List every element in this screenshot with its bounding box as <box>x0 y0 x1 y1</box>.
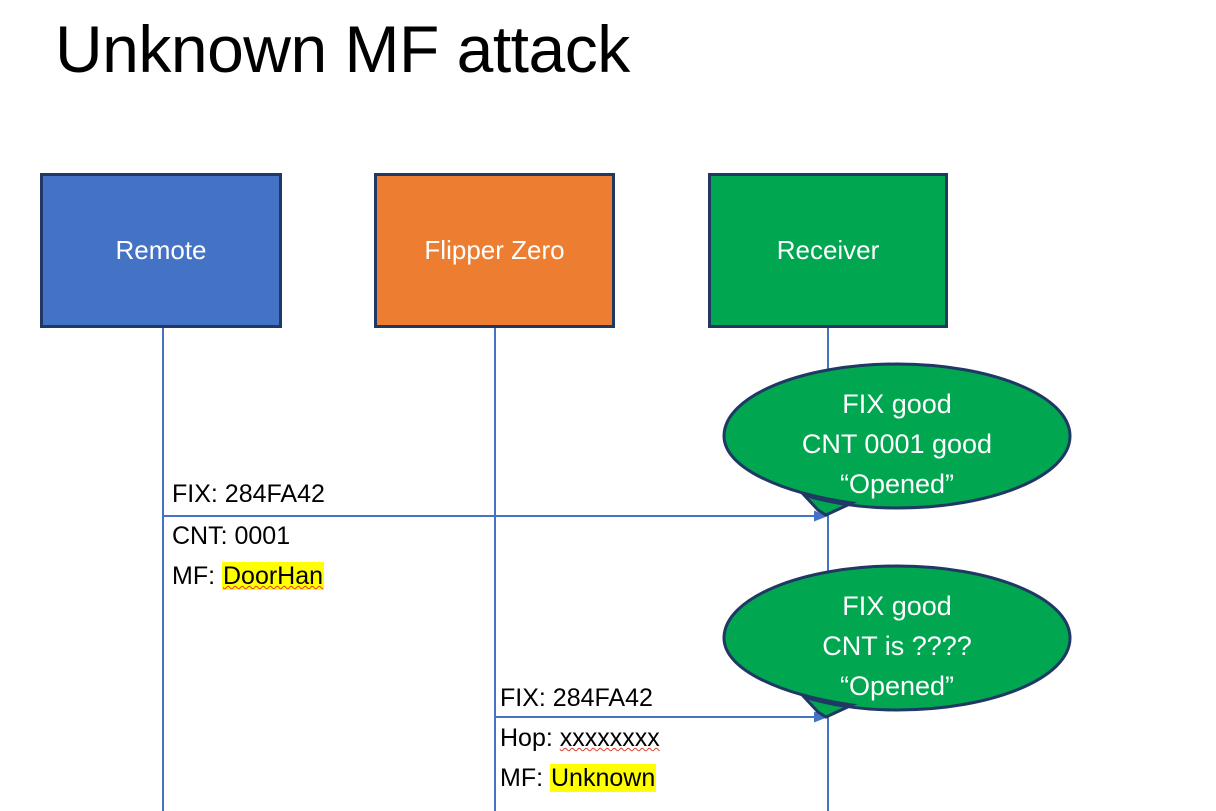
message-2-line-3-value: Unknown <box>550 764 657 792</box>
actor-label-flipper: Flipper Zero <box>424 235 565 265</box>
message-1-line-3-label: MF: <box>172 562 222 590</box>
actor-box-remote[interactable]: Remote <box>40 173 282 328</box>
message-1-line-1: FIX: 284FA42 <box>172 474 325 514</box>
message-1-line-3-value: DoorHan <box>222 562 325 590</box>
message-2-line-2-label: Hop: <box>500 724 560 752</box>
callout-receiver-response-1[interactable]: FIX good CNT 0001 good “Opened” <box>722 362 1072 517</box>
message-2-line-2: Hop: xxxxxxxx <box>500 718 660 758</box>
lifeline-flipper <box>494 327 496 811</box>
actor-label-remote: Remote <box>115 235 207 265</box>
message-2-line-1-label: FIX: <box>500 684 553 712</box>
callout-receiver-response-2[interactable]: FIX good CNT is ???? “Opened” <box>722 564 1072 719</box>
message-1-line-2: CNT: 0001 <box>172 516 290 556</box>
lifeline-remote <box>162 327 164 811</box>
lifeline-receiver <box>827 327 829 811</box>
message-2-line-3: MF: Unknown <box>500 758 657 798</box>
actor-box-flipper[interactable]: Flipper Zero <box>374 173 615 328</box>
message-2-line-1-value: 284FA42 <box>552 684 653 712</box>
message-1-line-2-value: 0001 <box>234 522 291 550</box>
message-2-line-1: FIX: 284FA42 <box>500 678 653 718</box>
message-2-line-3-label: MF: <box>500 764 550 792</box>
message-1-line-1-value: 284FA42 <box>224 480 325 508</box>
message-1-line-3: MF: DoorHan <box>172 556 325 596</box>
actor-box-receiver[interactable]: Receiver <box>708 173 948 328</box>
page-title: Unknown MF attack <box>55 12 630 86</box>
message-arrow-2 <box>494 710 830 724</box>
message-2-line-2-value: xxxxxxxx <box>559 724 660 752</box>
actor-label-receiver: Receiver <box>776 235 880 265</box>
message-1-line-2-label: CNT: <box>172 522 235 550</box>
message-arrow-1 <box>162 509 830 523</box>
message-1-line-1-label: FIX: <box>172 480 225 508</box>
